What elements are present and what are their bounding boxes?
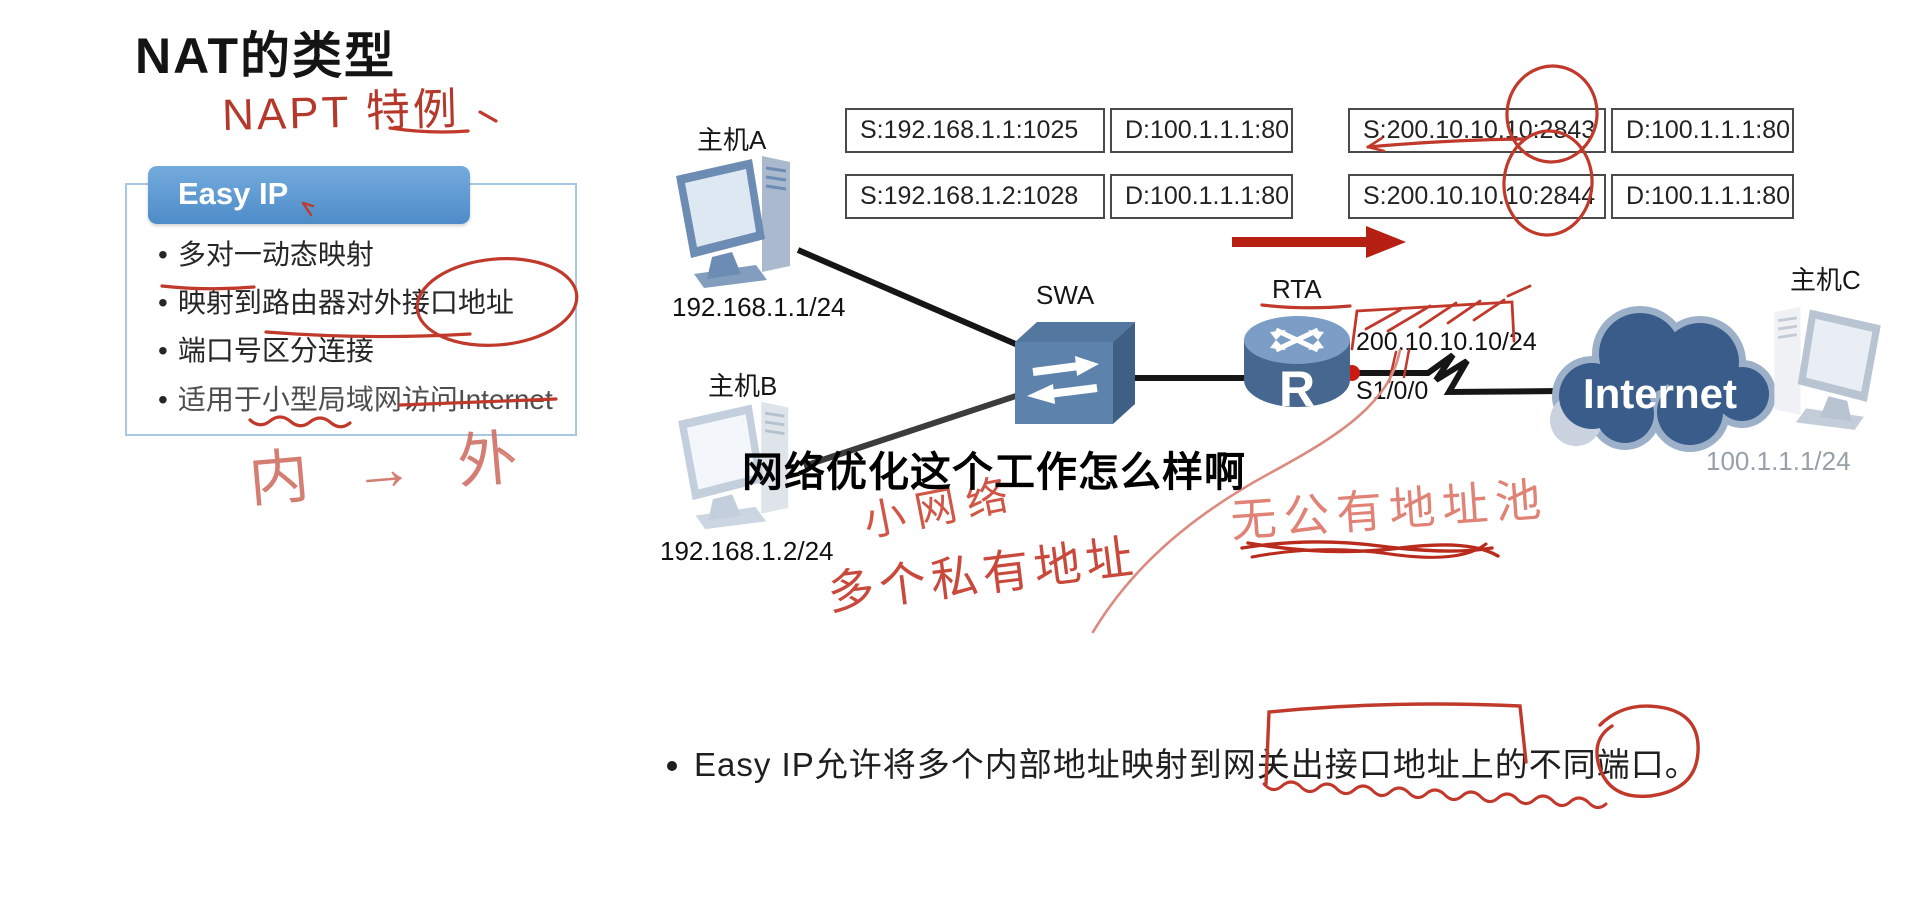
- packet-inside-1-dst: D:100.1.1.1:80: [1110, 108, 1293, 153]
- summary-bullet-list: Easy IP允许将多个内部地址映射到网关出接口地址上的不同端口。: [652, 738, 1699, 786]
- slide-title: NAT的类型: [135, 28, 397, 84]
- switch-icon: [1013, 316, 1138, 436]
- easy-ip-header: Easy IP: [148, 166, 470, 224]
- summary-bullet: Easy IP允许将多个内部地址映射到网关出接口地址上的不同端口。: [694, 738, 1699, 786]
- easy-ip-bullet-2: 映射到路由器对外接口地址: [158, 287, 578, 318]
- packet-inside-1-src: S:192.168.1.1:1025: [845, 108, 1105, 153]
- router-label: RTA: [1272, 274, 1322, 304]
- hostC-computer-icon: [1752, 290, 1892, 445]
- packet-outside-1-dst: D:100.1.1.1:80: [1611, 108, 1794, 153]
- router-icon: R: [1238, 308, 1356, 417]
- handwritten-no-public-pool-note: 无公有地址池: [1228, 472, 1550, 548]
- handwritten-napt-note: NAPT 特例: [221, 84, 461, 141]
- switch-label: SWA: [1036, 280, 1095, 310]
- internet-label: Internet: [1583, 370, 1737, 417]
- hostB-ip: 192.168.1.2/24: [660, 536, 834, 566]
- svg-text:R: R: [1279, 361, 1315, 412]
- internet-cloud-icon: Internet: [1540, 296, 1780, 461]
- packet-outside-1-src: S:200.10.10.10:2843: [1348, 108, 1606, 153]
- overlay-caption: 网络优化这个工作怎么样啊: [742, 449, 1246, 495]
- easy-ip-bullet-3: 端口号区分连接: [158, 336, 578, 366]
- packet-outside-2-src: S:200.10.10.10:2844: [1348, 174, 1606, 219]
- router-wan-ip: 200.10.10.10/24: [1356, 328, 1537, 356]
- hostC-ip: 100.1.1.1/24: [1706, 446, 1851, 476]
- packet-inside-2-dst: D:100.1.1.1:80: [1110, 174, 1293, 219]
- easy-ip-bullet-list: 多对一动态映射 映射到路由器对外接口地址 端口号区分连接 适用于小型局域网访问I…: [158, 239, 578, 433]
- hostA-label: 主机A: [697, 125, 767, 155]
- hostB-computer-icon: [664, 392, 814, 537]
- packet-inside-2-src: S:192.168.1.2:1028: [845, 174, 1105, 219]
- packet-outside-2-dst: D:100.1.1.1:80: [1611, 174, 1794, 219]
- router-port-label: S1/0/0: [1356, 377, 1429, 405]
- hostA-ip: 192.168.1.1/24: [672, 292, 846, 322]
- easy-ip-bullet-1: 多对一动态映射: [158, 239, 578, 270]
- hostA-computer-icon: [664, 146, 814, 296]
- hostB-label: 主机B: [708, 371, 778, 401]
- nat-direction-arrowhead: [1366, 226, 1406, 258]
- hostC-label: 主机C: [1790, 265, 1861, 295]
